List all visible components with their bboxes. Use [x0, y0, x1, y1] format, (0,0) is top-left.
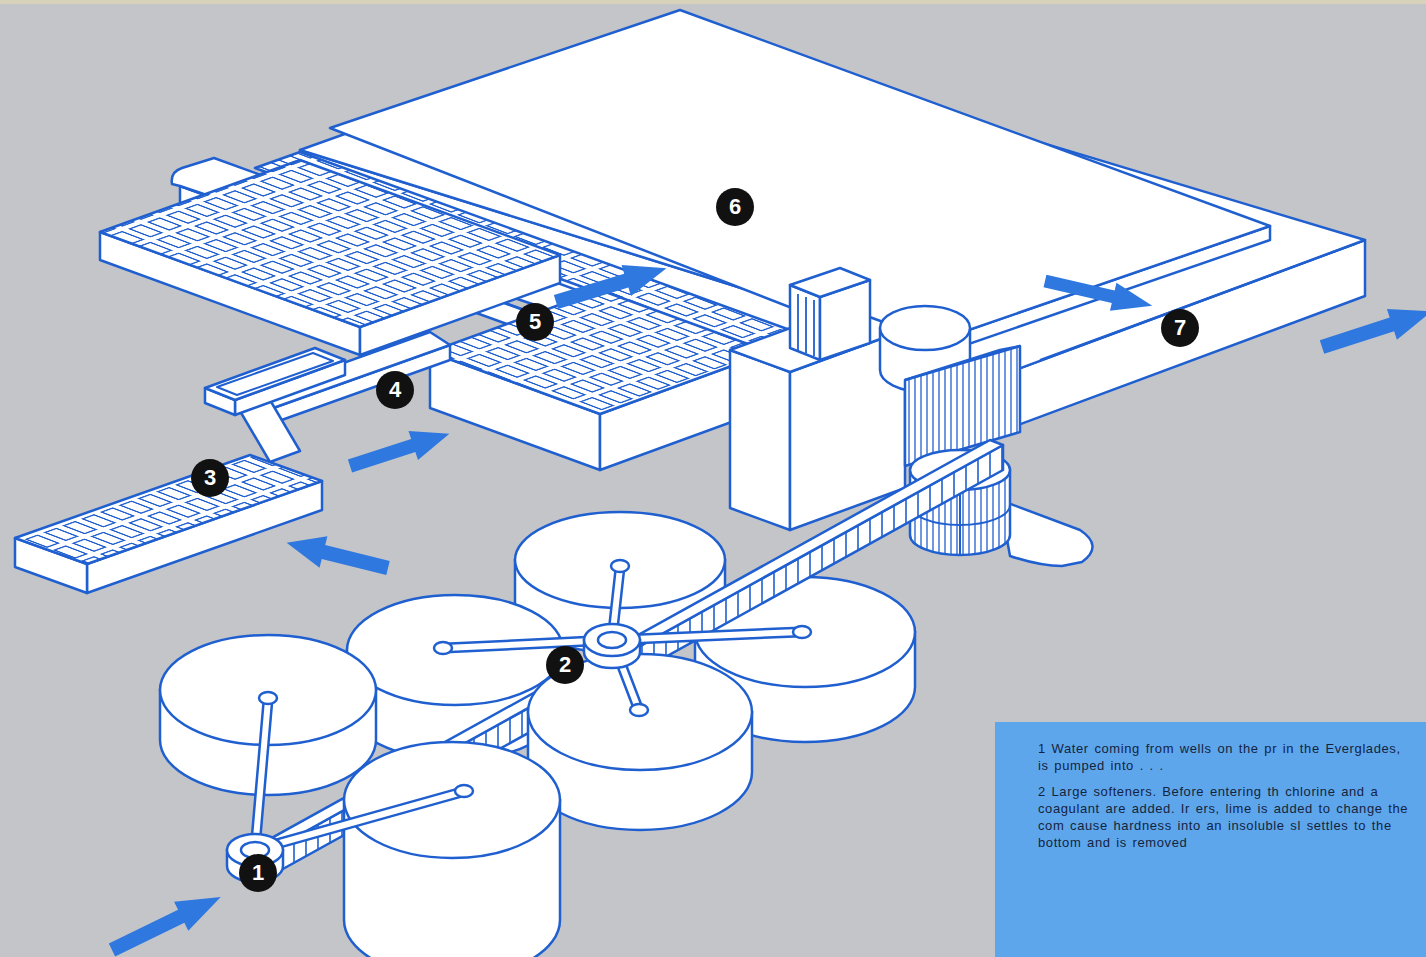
chemical-tray: [205, 348, 345, 415]
distributor-arm: [255, 560, 811, 850]
coagulant-basin: [15, 455, 322, 564]
control-building: [1000, 500, 1093, 566]
distributor-arm: [255, 700, 268, 850]
distributor-arm: [434, 642, 452, 654]
filter-block: [430, 290, 770, 470]
distributor-arm: [259, 692, 277, 704]
text-panel: 1 Water coming from wells on the pr in t…: [995, 722, 1426, 957]
distributor-arm: [793, 626, 811, 638]
coagulant-basin: [15, 455, 322, 593]
control-building: [730, 350, 790, 530]
flow-arrow: [1042, 267, 1156, 320]
flow-arrow: [105, 253, 1426, 957]
callout-number: 3: [191, 459, 229, 497]
distributor-arm: [255, 568, 800, 850]
distributor-arm: [455, 785, 473, 797]
distributor-hub: [598, 632, 626, 648]
panel-paragraph: 2 Large softeners. Before entering th ch…: [1038, 783, 1414, 851]
flow-arrow: [551, 253, 671, 318]
filter-block: [430, 290, 770, 414]
filter-block: [100, 160, 560, 355]
filter-block: [430, 290, 770, 414]
callout-number: 1: [239, 854, 277, 892]
flow-arrow: [1317, 296, 1426, 363]
panel-paragraph: 1 Water coming from wells on the pr in t…: [1038, 740, 1414, 774]
callout-number: 4: [376, 371, 414, 409]
control-building: [798, 294, 814, 356]
control-building: [905, 346, 1020, 380]
flow-arrow: [283, 527, 392, 584]
control-building: [880, 306, 970, 350]
callout-number: 7: [1161, 309, 1199, 347]
filter-block: [100, 160, 560, 327]
distributor-arm: [259, 560, 811, 797]
flow-arrow: [345, 419, 454, 480]
distributor-arm: [255, 792, 462, 850]
pipe-gallery: [250, 440, 1003, 880]
distributor-arm: [630, 704, 648, 716]
coagulant-basin: [15, 455, 322, 564]
filter-block: [100, 160, 560, 327]
callout-number: 5: [516, 303, 554, 341]
background: [0, 0, 1426, 4]
callout-number: 6: [716, 188, 754, 226]
control-building: [790, 268, 870, 297]
chemical-tray: [217, 353, 333, 395]
callout-number: 2: [546, 646, 584, 684]
distributor-arm: [255, 792, 462, 850]
clearwell-slab: [330, 10, 1270, 366]
distributor-arm: [255, 568, 800, 850]
distributor-arm: [255, 700, 268, 850]
distributor-arm: [611, 560, 629, 572]
flow-arrow: [105, 882, 228, 957]
distributor-hub: [227, 624, 640, 882]
chemical-tray: [205, 348, 345, 400]
distributor-hub: [584, 624, 640, 656]
